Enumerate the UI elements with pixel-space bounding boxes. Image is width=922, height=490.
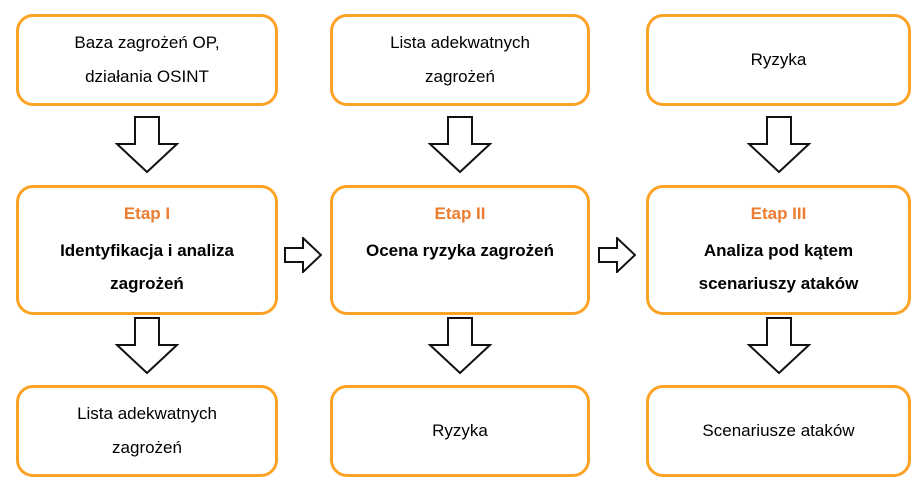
down-arrow-icon xyxy=(746,116,811,174)
input-box: Baza zagrożeń OP, działania OSINT xyxy=(16,14,278,106)
input-box: Lista adekwatnych zagrożeń xyxy=(330,14,590,106)
output-box: Ryzyka xyxy=(330,385,590,477)
stage-box: Etap II Ocena ryzyka zagrożeń xyxy=(330,185,590,315)
input-box-label: Baza zagrożeń OP, działania OSINT xyxy=(74,33,220,86)
down-arrow-icon xyxy=(428,116,492,174)
stage-box: Etap III Analiza pod kątem scenariuszy a… xyxy=(646,185,911,315)
down-arrow-icon xyxy=(115,116,179,174)
stage-box: Etap I Identyfikacja i analiza zagrożeń xyxy=(16,185,278,315)
input-box-label: Ryzyka xyxy=(750,50,807,69)
stage-column-1: Baza zagrożeń OP, działania OSINT Etap I… xyxy=(16,0,278,490)
input-box-label: Lista adekwatnych zagrożeń xyxy=(390,33,530,86)
output-box-label: Scenariusze ataków xyxy=(702,421,855,440)
output-box-label: Lista adekwatnych zagrożeń xyxy=(77,404,217,457)
stage-title: Analiza pod kątem scenariuszy ataków xyxy=(698,240,859,293)
output-box: Scenariusze ataków xyxy=(646,385,911,477)
stage-column-3: Ryzyka Etap III Analiza pod kątem scenar… xyxy=(646,0,911,490)
stage-column-2: Lista adekwatnych zagrożeń Etap II Ocena… xyxy=(330,0,590,490)
stage-label: Etap I xyxy=(123,204,171,223)
stage-label: Etap III xyxy=(750,204,807,223)
down-arrow-icon xyxy=(746,317,811,375)
right-arrow-icon xyxy=(598,237,636,273)
down-arrow-icon xyxy=(428,317,492,375)
down-arrow-icon xyxy=(115,317,179,375)
stage-title: Ocena ryzyka zagrożeń xyxy=(365,240,555,260)
stage-title: Identyfikacja i analiza zagrożeń xyxy=(60,240,234,293)
stage-label: Etap II xyxy=(434,204,486,223)
output-box: Lista adekwatnych zagrożeń xyxy=(16,385,278,477)
right-arrow-icon xyxy=(284,237,322,273)
input-box: Ryzyka xyxy=(646,14,911,106)
output-box-label: Ryzyka xyxy=(432,421,488,440)
